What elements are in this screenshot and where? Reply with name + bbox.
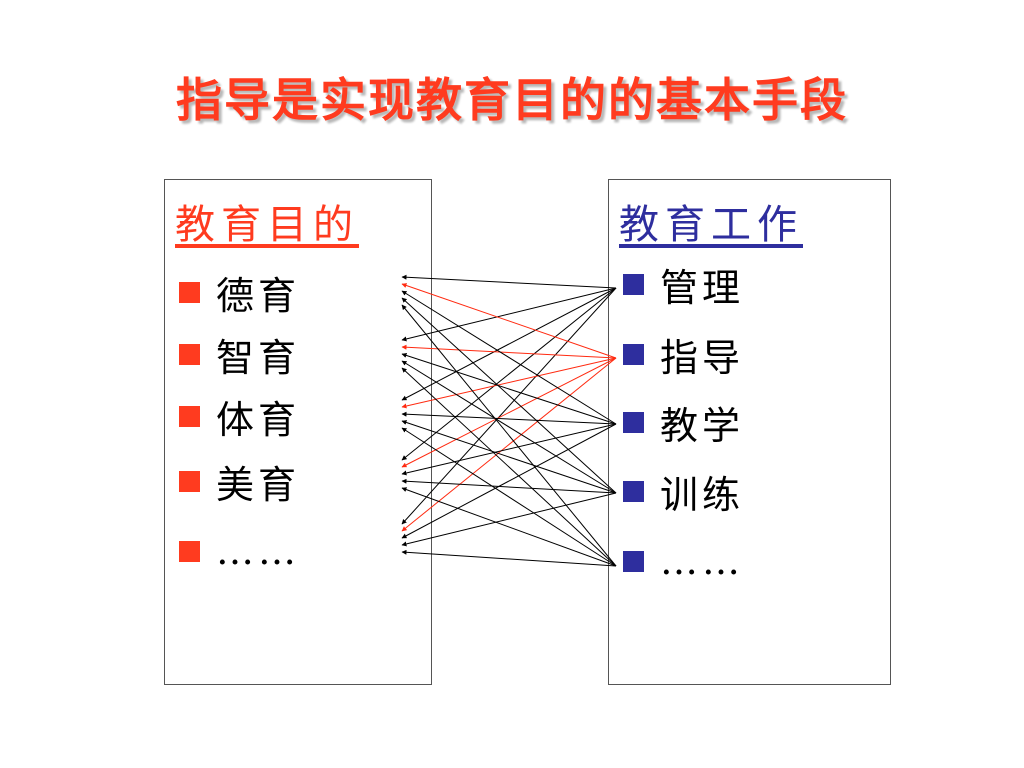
square-bullet-icon: [179, 405, 200, 427]
link-arrow: [401, 287, 617, 342]
link-arrow: [401, 492, 617, 547]
work-item-label: 训练: [660, 472, 745, 517]
goal-item-label: 智育: [216, 335, 301, 380]
slide-title: 指导是实现教育目的的基本手段: [176, 73, 848, 127]
goal-item-label: 德育: [216, 273, 301, 318]
link-arrow: [401, 287, 617, 401]
link-arrow: [401, 423, 617, 476]
square-bullet-icon: [179, 540, 200, 562]
square-bullet-icon: [623, 273, 644, 295]
square-bullet-icon: [179, 281, 200, 303]
link-arrow: [401, 297, 617, 494]
education-work-heading: 教育工作: [619, 202, 803, 248]
link-arrow: [401, 549, 617, 567]
link-arrow: [401, 427, 617, 567]
work-item-label: 指导: [660, 335, 745, 380]
education-goals-box: 教育目的 德育 智育 体育 美育 ……: [164, 179, 432, 685]
link-arrow: [401, 360, 617, 494]
link-arrow: [401, 274, 617, 289]
goal-item-aesthetic: 美育: [179, 456, 301, 507]
education-work-box: 教育工作 管理 指导 教学 训练 ……: [608, 179, 891, 685]
link-arrow: [401, 353, 617, 425]
link-arrow: [401, 283, 617, 359]
work-item-training: 训练: [623, 466, 745, 517]
goal-item-moral: 德育: [179, 267, 301, 318]
work-item-teaching: 教学: [623, 397, 745, 448]
goal-item-label: 美育: [216, 462, 301, 507]
link-arrow: [401, 290, 617, 425]
square-bullet-icon: [623, 480, 644, 502]
link-arrow: [401, 357, 617, 468]
goal-item-physical: 体育: [179, 391, 301, 442]
link-arrow: [401, 420, 617, 494]
link-arrow: [401, 487, 617, 567]
link-arrow: [401, 411, 617, 425]
link-arrow: [401, 287, 617, 461]
education-goals-heading: 教育目的: [175, 202, 359, 248]
work-item-label: 教学: [660, 403, 745, 448]
link-arrow: [401, 367, 617, 567]
square-bullet-icon: [623, 411, 644, 433]
link-arrow: [401, 478, 617, 494]
link-arrow: [401, 304, 617, 567]
work-item-label: 管理: [660, 265, 745, 310]
square-bullet-icon: [179, 470, 200, 492]
goal-item-intellectual: 智育: [179, 329, 301, 380]
link-arrow: [401, 357, 617, 409]
work-item-ellipsis: ……: [623, 536, 744, 586]
work-item-management: 管理: [623, 259, 745, 310]
square-bullet-icon: [179, 343, 200, 365]
work-item-guidance: 指导: [623, 329, 745, 380]
goal-item-ellipsis: ……: [179, 526, 300, 576]
goal-item-label: ……: [216, 529, 300, 573]
link-arrow: [401, 287, 617, 525]
link-arrow: [401, 344, 617, 359]
square-bullet-icon: [623, 343, 644, 365]
work-item-label: ……: [660, 539, 744, 583]
goal-item-label: 体育: [216, 397, 301, 442]
link-arrow: [401, 357, 617, 532]
square-bullet-icon: [623, 550, 644, 572]
link-arrow: [401, 423, 617, 539]
